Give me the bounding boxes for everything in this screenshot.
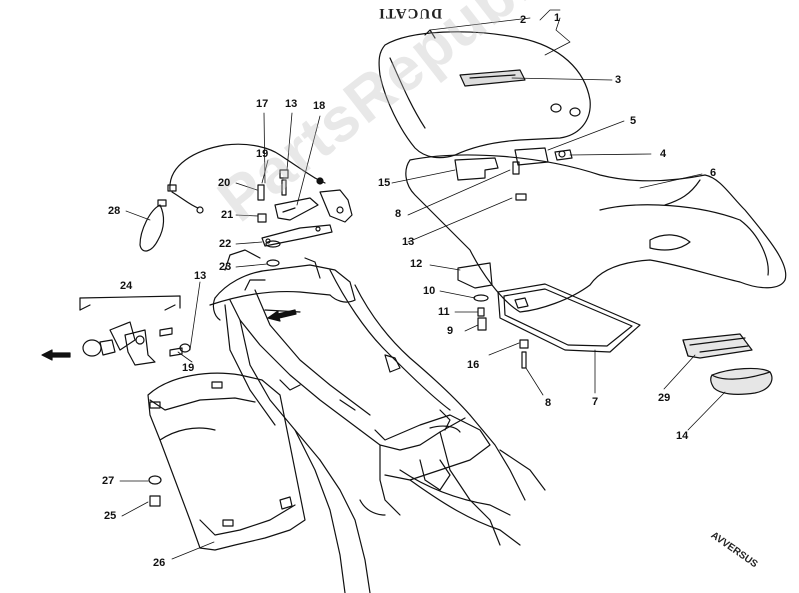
callout-6: 6 [710, 167, 717, 179]
screw-25 [149, 495, 161, 507]
callout-13-top: 13 [285, 98, 298, 110]
callout-2: 2 [520, 14, 527, 26]
callout-23: 23 [219, 261, 232, 273]
support-bracket-15 [454, 157, 499, 181]
callout-19-top: 19 [256, 148, 269, 160]
callout-13-left: 13 [194, 270, 207, 282]
callout-9: 9 [447, 325, 454, 337]
callout-14: 14 [676, 430, 689, 442]
undertray [147, 372, 306, 551]
callout-21: 21 [221, 209, 234, 221]
callout-8-lower: 8 [545, 397, 552, 409]
callout-28: 28 [108, 205, 121, 217]
tail-cowl [378, 29, 591, 159]
brand-logo-text: DUCATI [378, 5, 443, 21]
callout-26: 26 [153, 557, 166, 569]
callout-20: 20 [218, 177, 231, 189]
callout-4: 4 [660, 148, 667, 160]
helmet-lock [79, 295, 191, 366]
callout-5: 5 [630, 115, 637, 127]
callout-25: 25 [104, 510, 117, 522]
callout-29: 29 [658, 392, 671, 404]
callout-13-middle: 13 [402, 236, 415, 248]
callout-17: 17 [256, 98, 269, 110]
callout-11: 11 [438, 306, 450, 318]
lock-plate [261, 224, 333, 247]
seat-grab-recess [649, 234, 691, 251]
seat [405, 154, 787, 313]
tail-light-lens [459, 69, 526, 87]
seat-release-cable [167, 143, 326, 214]
rear-subframe [209, 249, 546, 593]
hinge-bracket [514, 147, 573, 166]
callout-19-left: 19 [182, 362, 195, 374]
cowl-mount-hole [550, 103, 562, 113]
cable-loop [139, 204, 165, 252]
callout-16: 16 [467, 359, 480, 371]
callout-8-upper: 8 [395, 208, 402, 220]
washer-27 [148, 475, 162, 485]
callout-27: 27 [102, 475, 115, 487]
callout-7: 7 [592, 396, 599, 408]
screw-16 [519, 339, 529, 349]
callout-18: 18 [313, 100, 326, 112]
screws-upper [512, 161, 527, 201]
callout-12: 12 [410, 258, 423, 270]
direction-arrows [41, 309, 297, 361]
tray-bracket [457, 262, 493, 331]
callout-24: 24 [120, 280, 133, 292]
lock-screws [257, 169, 289, 267]
callout-15: 15 [378, 177, 391, 189]
tool-roll [710, 367, 773, 395]
callout-22: 22 [219, 238, 232, 250]
screw-8-lower [521, 351, 527, 369]
cowl-mount-hole [569, 107, 581, 117]
leader-lines [119, 9, 726, 560]
tool-pouch [682, 333, 753, 359]
callout-3: 3 [615, 74, 622, 86]
callout-10: 10 [423, 285, 436, 297]
tool-tray [497, 283, 641, 353]
callout-1: 1 [554, 12, 561, 24]
